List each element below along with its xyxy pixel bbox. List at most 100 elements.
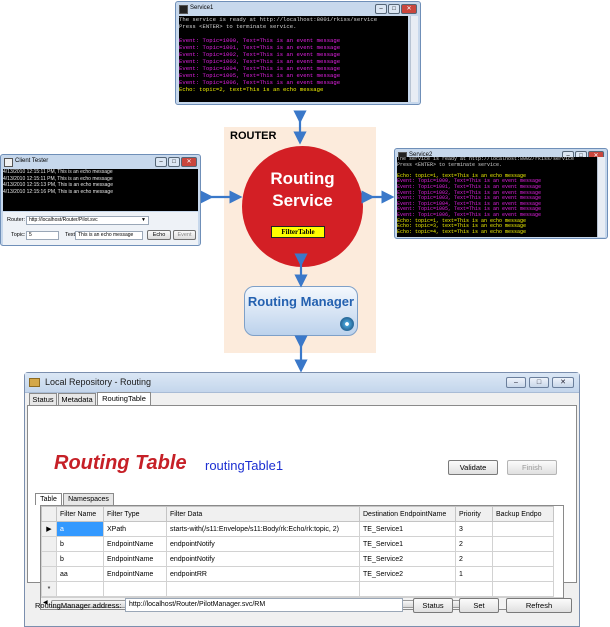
filter-name-cell[interactable]: b	[56, 536, 104, 552]
filter-name-cell[interactable]: aa	[56, 566, 104, 582]
tab-metadata[interactable]: Metadata	[58, 393, 96, 406]
new-row-marker[interactable]: *	[41, 581, 57, 597]
filter-data-cell[interactable]: endpointNotify	[166, 551, 360, 567]
event-button[interactable]: Event	[173, 230, 196, 240]
chevron-down-icon[interactable]: ▼	[141, 217, 146, 223]
table-row[interactable]: aa EndpointName endpointRR TE_Service2 1	[41, 566, 554, 582]
topic-input[interactable]: 5	[26, 231, 59, 240]
routing-grid-table: Filter Name Filter Type Filter Data Dest…	[41, 506, 554, 597]
address-label: RoutingManager address:	[35, 601, 122, 610]
text-input[interactable]: This is an echo message	[75, 231, 143, 240]
filter-type-cell[interactable]: EndpointName	[103, 566, 167, 582]
maximize-button[interactable]: □	[529, 377, 549, 388]
minimize-button[interactable]: –	[506, 377, 526, 388]
console-line: Event: Topic=1000, Text=This is an event…	[179, 37, 341, 44]
backup-endpoint-cell[interactable]	[492, 536, 554, 552]
backup-endpoint-cell[interactable]	[492, 551, 554, 567]
set-button[interactable]: Set	[459, 598, 499, 613]
filter-data-cell[interactable]: endpointNotify	[166, 536, 360, 552]
new-row-cell[interactable]	[455, 581, 493, 597]
new-row-cell[interactable]	[359, 581, 456, 597]
service1-title: Service1	[190, 5, 214, 11]
table-row[interactable]: b EndpointName endpointNotify TE_Service…	[41, 551, 554, 567]
row-header[interactable]	[41, 536, 57, 552]
destination-cell[interactable]: TE_Service2	[359, 551, 456, 567]
destination-cell[interactable]: TE_Service1	[359, 536, 456, 552]
column-header[interactable]: Destination EndpointName	[359, 506, 456, 522]
router-field-label: Router:	[7, 217, 26, 223]
service2-console: The service is ready at http://localhost…	[397, 157, 597, 237]
minimize-button[interactable]: –	[155, 157, 167, 167]
console-line: Event: Topic=1000, Text=This is an event…	[397, 178, 542, 185]
client-tester-window: Client Tester –□✕ 4/13/2010 12:15:11 PM,…	[0, 154, 201, 246]
local-repository-window: Local Repository - Routing – □ ✕ Status …	[24, 372, 580, 627]
new-row-cell[interactable]	[103, 581, 167, 597]
filter-name-cell[interactable]: a	[56, 521, 104, 537]
service1-window: Service1 –□✕ The service is ready at htt…	[175, 1, 421, 105]
console-line: Echo: topic=3, text=This is an echo mess…	[397, 223, 527, 230]
backup-endpoint-cell[interactable]	[492, 521, 554, 537]
subtab-namespaces[interactable]: Namespaces	[63, 493, 114, 505]
filter-type-cell[interactable]: XPath	[103, 521, 167, 537]
filter-data-cell[interactable]: starts-with(/s11:Envelope/s11:Body/rk:Ec…	[166, 521, 360, 537]
close-button[interactable]: ✕	[552, 377, 574, 388]
validate-button[interactable]: Validate	[448, 460, 498, 475]
filter-name-cell[interactable]: b	[56, 551, 104, 567]
console-line: Press <ENTER> to terminate service.	[397, 161, 503, 168]
new-row[interactable]: *	[41, 581, 554, 597]
table-row[interactable]: ▶ a XPath starts-with(/s11:Envelope/s11:…	[41, 521, 554, 537]
service2-scrollbar[interactable]	[597, 157, 605, 237]
log-line: 4/13/2010 12:15:11 PM, This is an echo m…	[3, 169, 113, 175]
filter-data-cell[interactable]: endpointRR	[166, 566, 360, 582]
row-header[interactable]	[41, 566, 57, 582]
priority-cell[interactable]: 2	[455, 536, 493, 552]
finish-button[interactable]: Finish	[507, 460, 557, 475]
priority-cell[interactable]: 2	[455, 551, 493, 567]
subtab-table[interactable]: Table	[35, 493, 62, 505]
column-header[interactable]: Backup Endpo	[492, 506, 554, 522]
column-header[interactable]: Filter Type	[103, 506, 167, 522]
repository-icon	[29, 378, 40, 387]
refresh-button[interactable]: Refresh	[506, 598, 572, 613]
service2-title: Service2	[409, 152, 433, 158]
routing-service-node: Routing Service	[242, 146, 363, 267]
maximize-button[interactable]: □	[388, 4, 400, 14]
new-row-cell[interactable]	[56, 581, 104, 597]
filter-type-cell[interactable]: EndpointName	[103, 536, 167, 552]
destination-cell[interactable]: TE_Service2	[359, 566, 456, 582]
priority-cell[interactable]: 3	[455, 521, 493, 537]
filter-type-cell[interactable]: EndpointName	[103, 551, 167, 567]
priority-cell[interactable]: 1	[455, 566, 493, 582]
new-row-cell[interactable]	[492, 581, 554, 597]
destination-cell[interactable]: TE_Service1	[359, 521, 456, 537]
backup-endpoint-cell[interactable]	[492, 566, 554, 582]
close-button[interactable]: ✕	[401, 4, 417, 14]
maximize-button[interactable]: □	[168, 157, 180, 167]
close-button[interactable]: ✕	[181, 157, 197, 167]
tab-routing-table[interactable]: RoutingTable	[97, 392, 151, 406]
echo-button[interactable]: Echo	[147, 230, 171, 240]
service2-window: Service2 –□✕ The service is ready at htt…	[394, 148, 608, 239]
column-header[interactable]: Filter Data	[166, 506, 360, 522]
service1-title-bar: Service1 –□✕	[176, 2, 420, 15]
routing-manager-address-input[interactable]: http://localhost/Router/PilotManager.svc…	[125, 598, 403, 612]
status-button[interactable]: Status	[413, 598, 453, 613]
console-line: Event: Topic=1003, Text=This is an event…	[397, 195, 542, 202]
topic-field-label: Topic:	[11, 232, 26, 238]
row-header[interactable]	[41, 551, 57, 567]
row-header-corner	[41, 506, 57, 522]
console-icon	[179, 5, 188, 14]
table-row[interactable]: b EndpointName endpointNotify TE_Service…	[41, 536, 554, 552]
column-header[interactable]: Filter Name	[56, 506, 104, 522]
text-field-label: Text:	[65, 232, 77, 238]
scroll-left-icon[interactable]: ◀	[43, 600, 48, 606]
tab-status[interactable]: Status	[29, 393, 57, 406]
router-url-select[interactable]: http://localhost/Router/Pilot.svc▼	[26, 216, 149, 225]
new-row-cell[interactable]	[166, 581, 360, 597]
minimize-button[interactable]: –	[375, 4, 387, 14]
column-header[interactable]: Priority	[455, 506, 493, 522]
client-tester-title: Client Tester	[15, 158, 49, 164]
console-line: Echo: topic=1, text=This is an echo mess…	[397, 217, 527, 224]
service1-scrollbar[interactable]	[410, 16, 418, 102]
current-row-marker[interactable]: ▶	[41, 521, 57, 537]
